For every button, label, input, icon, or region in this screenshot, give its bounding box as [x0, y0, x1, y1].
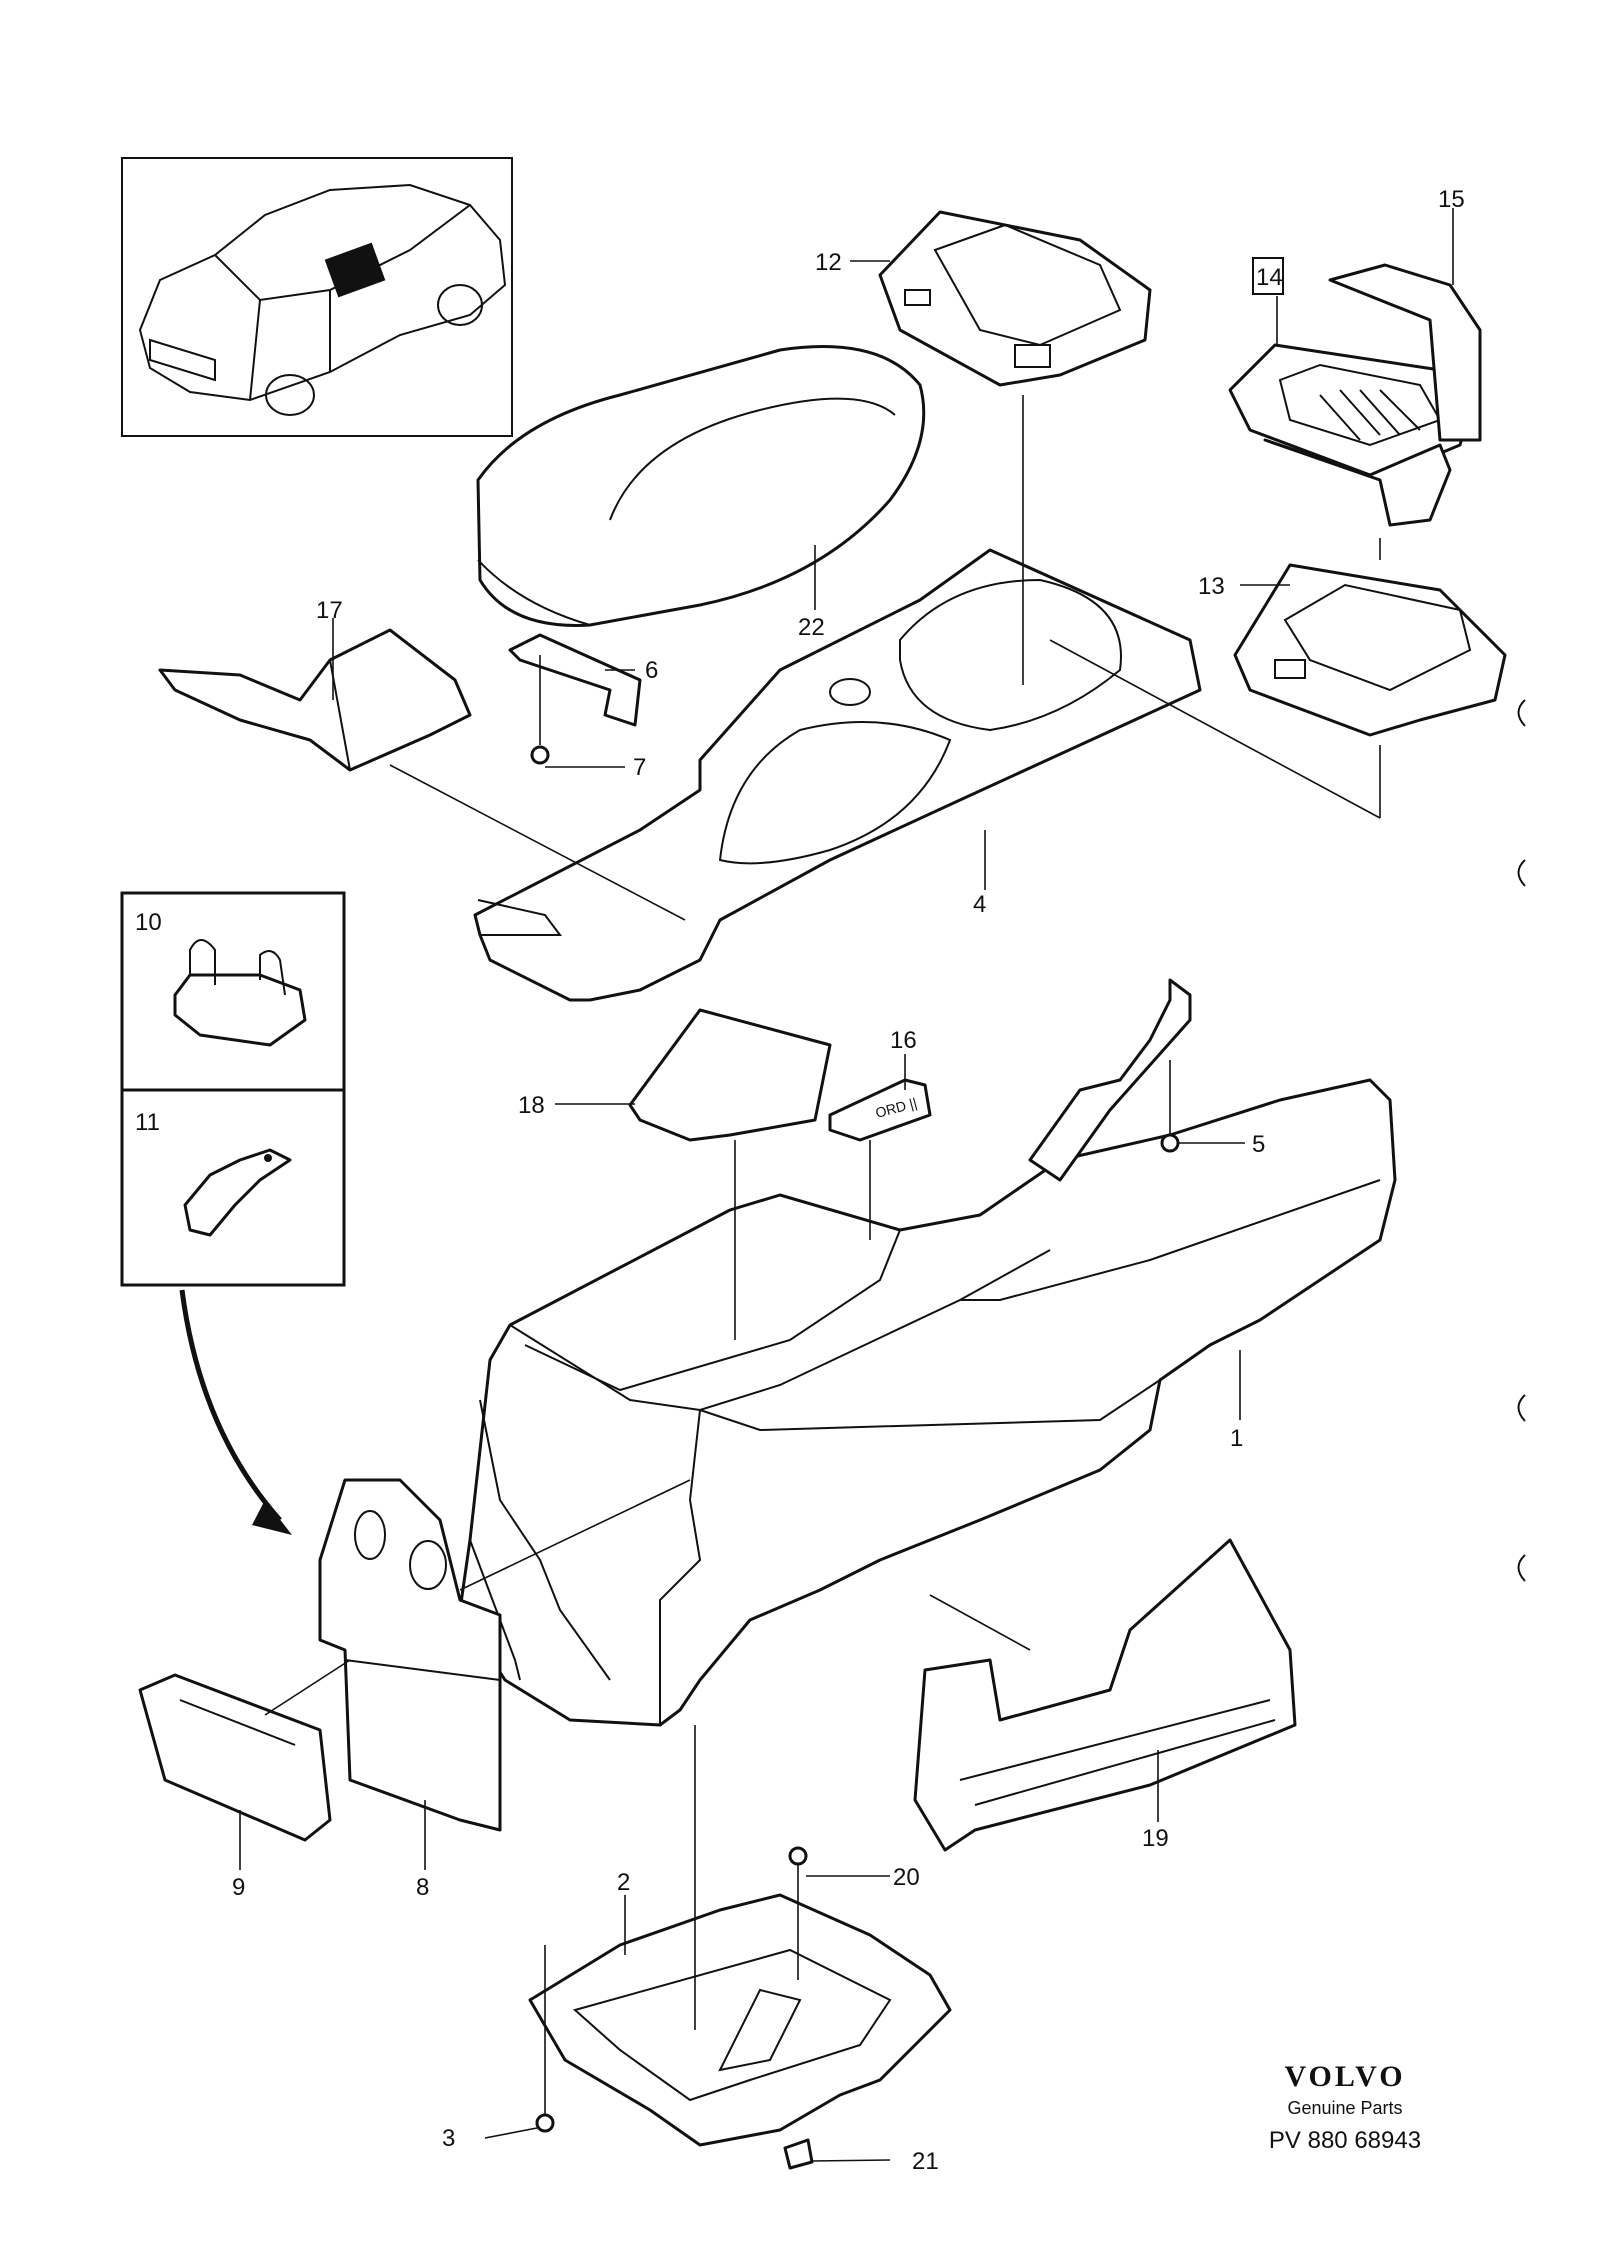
callout-14-box [1252, 257, 1284, 295]
diagram-reference: PV 880 68943 [1268, 2127, 1422, 2154]
callout-19: 19 [1142, 1825, 1169, 1852]
part-6-bracket [508, 633, 642, 727]
callout-18: 18 [518, 1092, 545, 1119]
curved-arrow [179, 1289, 282, 1522]
callout-5: 5 [1252, 1131, 1265, 1158]
part-13-tray [1233, 563, 1507, 737]
volvo-logo: VOLVO [1284, 2060, 1406, 2093]
callout-8: 8 [416, 1874, 429, 1901]
part-4-panel [473, 548, 1202, 1002]
callout-14: 14 [1256, 264, 1283, 291]
part-5-screw [1160, 1060, 1180, 1153]
callout-4: 4 [973, 891, 986, 918]
part-9-drawer [138, 1673, 332, 1842]
arrow-head [252, 1500, 292, 1535]
margin-marks [1517, 699, 1526, 1582]
part-2-tray [528, 1893, 952, 2147]
callout-2: 2 [617, 1869, 630, 1896]
brand-block: VOLVO Genuine Parts PV 880 68943 [1230, 2060, 1460, 2155]
part-14-ashtray [1228, 343, 1472, 477]
callout-10: 10 [135, 909, 162, 936]
callout-17: 17 [316, 597, 343, 624]
callout-20: 20 [893, 1864, 920, 1891]
part-1-console [458, 1078, 1397, 1727]
callouts: 12 15 14 13 22 6 7 17 4 10 11 16 18 5 1 … [135, 186, 1465, 2175]
part-22-armrest [476, 345, 926, 627]
part-3-screw [535, 1945, 555, 2133]
callout-7: 7 [633, 754, 646, 781]
leader-lines [239, 208, 1454, 2162]
callout-15: 15 [1438, 186, 1465, 213]
callout-11: 11 [135, 1109, 160, 1136]
part-12-tray [878, 210, 1152, 387]
part-17-duct [158, 628, 472, 772]
callout-22: 22 [798, 614, 825, 641]
clip-inset [120, 891, 346, 1287]
callout-16: 16 [890, 1027, 917, 1054]
callout-9: 9 [232, 1874, 245, 1901]
callout-6: 6 [645, 657, 658, 684]
part-21-clip [783, 2138, 814, 2170]
part-8-rear-panel [318, 1478, 502, 1832]
brand-subtitle: Genuine Parts [1287, 2098, 1403, 2118]
part-19-trim [913, 1538, 1297, 1852]
callout-3: 3 [442, 2125, 455, 2152]
callout-21: 21 [912, 2148, 939, 2175]
part-7-screw [530, 655, 550, 765]
part-20-screw [788, 1846, 808, 1980]
part-15-lid [1328, 263, 1482, 442]
part-18-pad [628, 1008, 832, 1142]
callout-13: 13 [1198, 573, 1225, 600]
callout-1: 1 [1230, 1425, 1243, 1452]
vehicle-inset [121, 157, 513, 437]
callout-12: 12 [815, 249, 842, 276]
